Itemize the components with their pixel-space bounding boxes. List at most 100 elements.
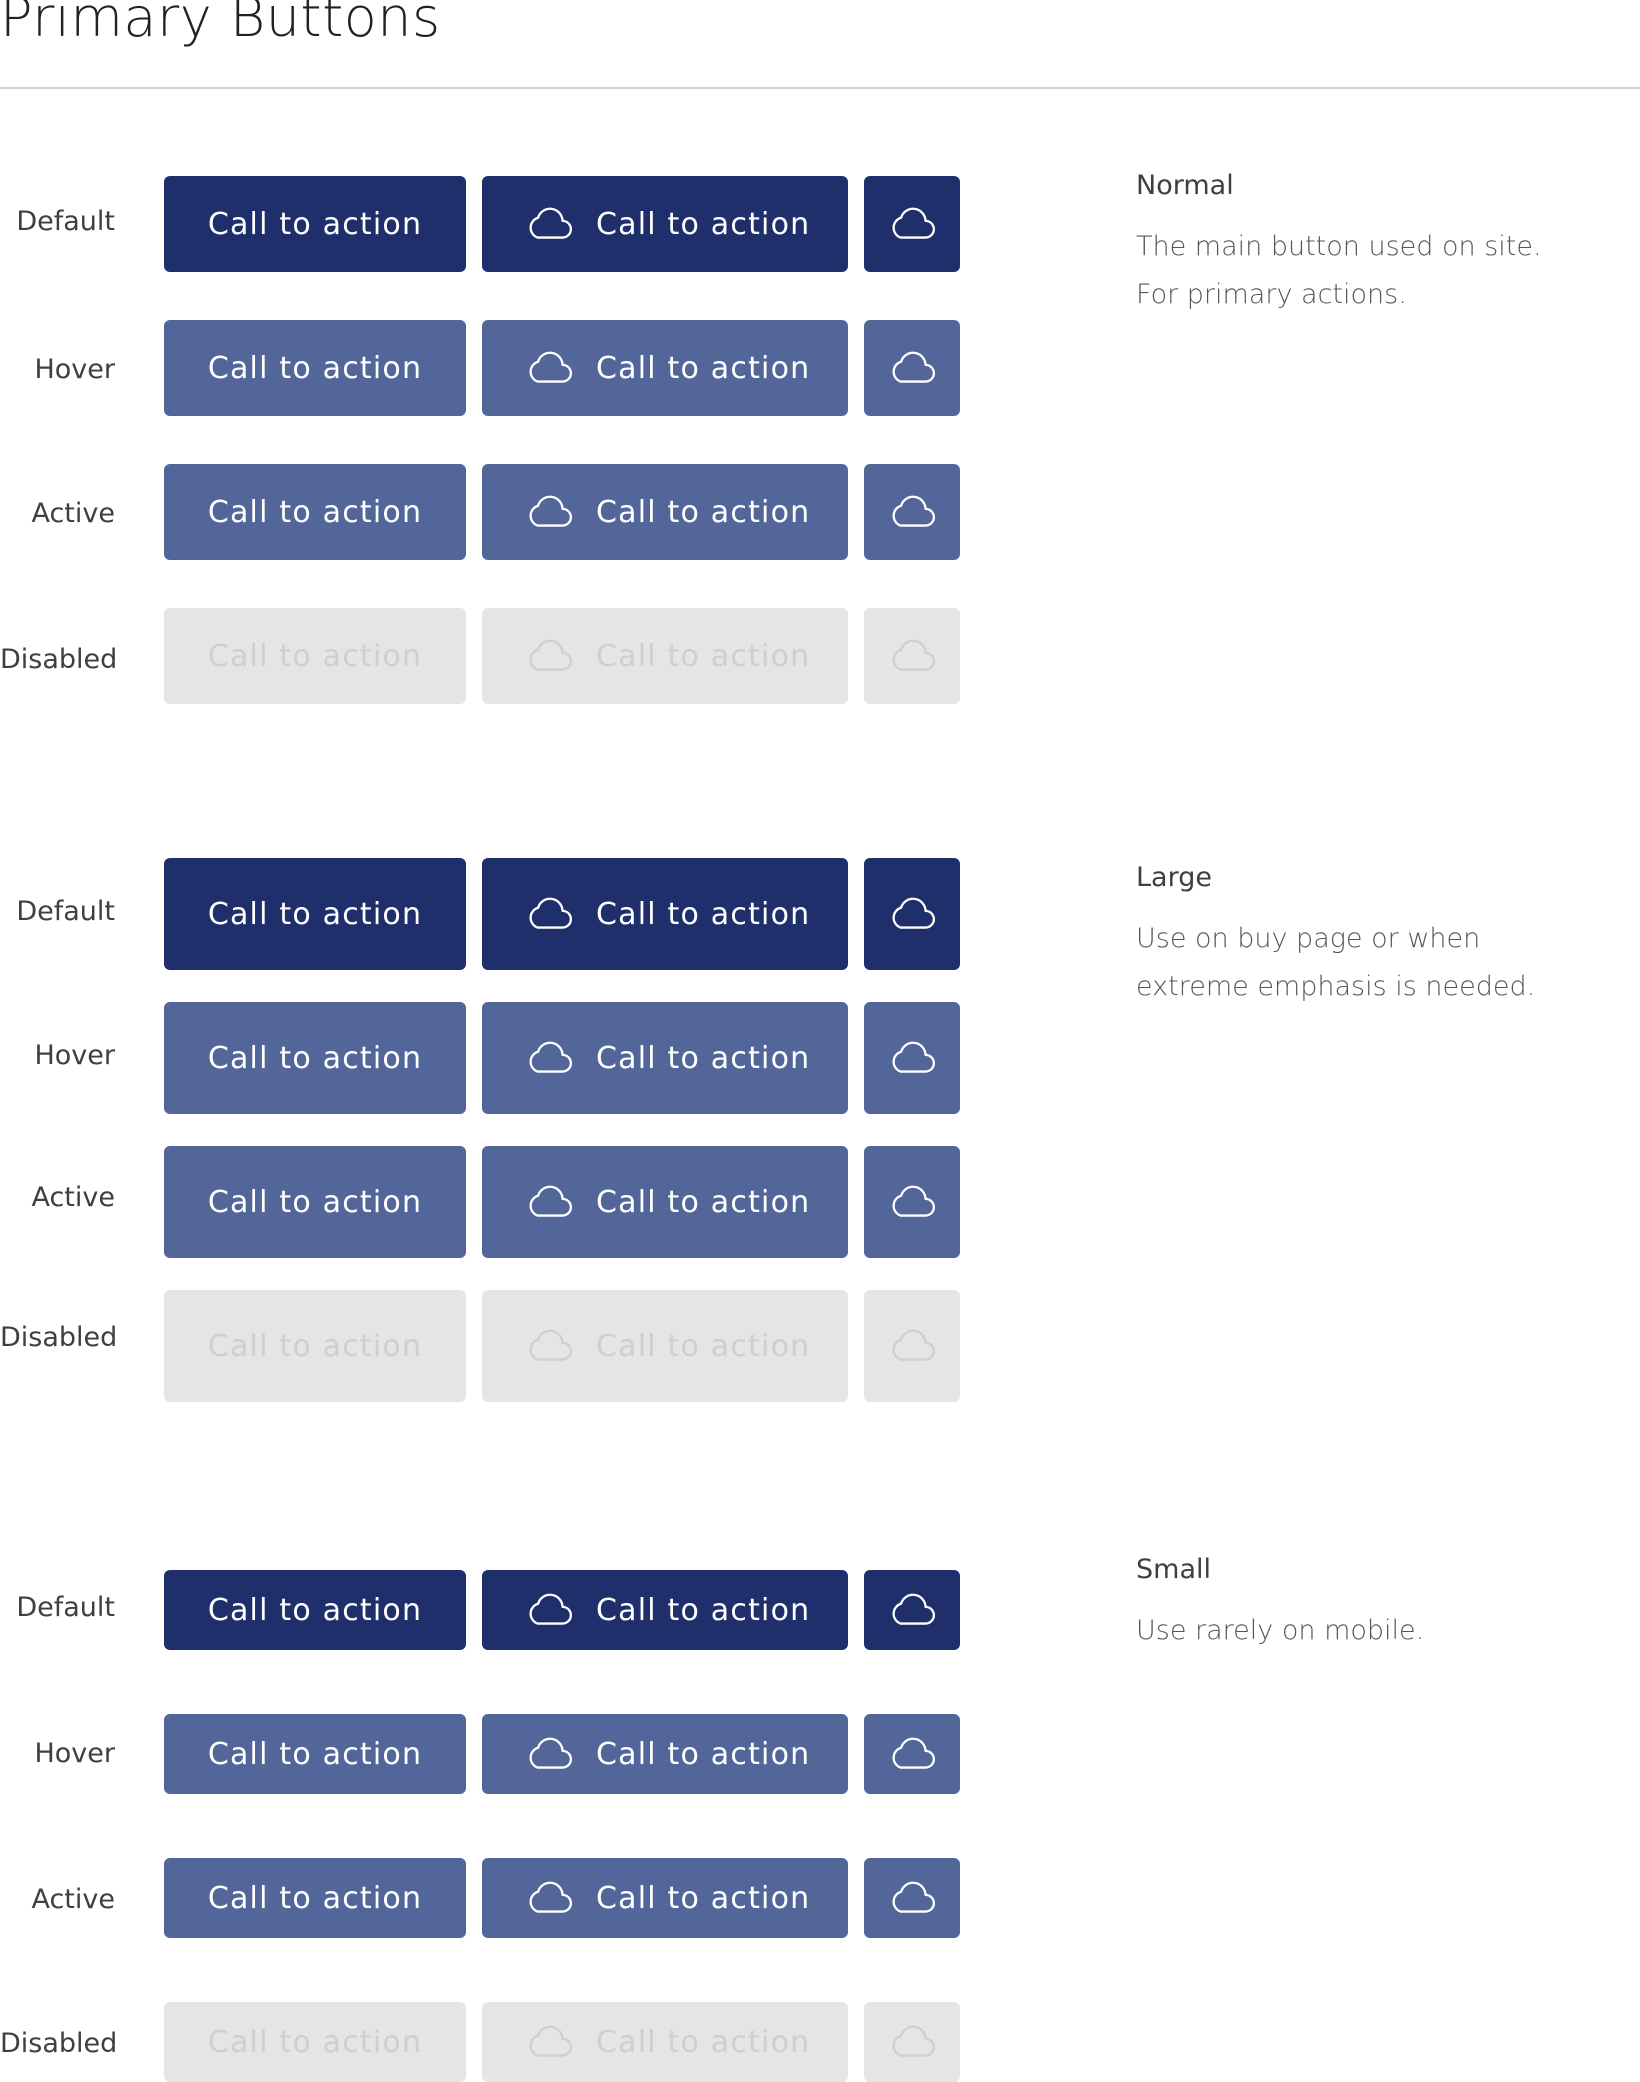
cloud-icon: [524, 639, 574, 673]
row-small-default: Default Call to action Call to action: [0, 1570, 980, 1650]
primary-icon-only-button[interactable]: [864, 1714, 960, 1794]
primary-icon-only-button[interactable]: [864, 1570, 960, 1650]
primary-button[interactable]: Call to action: [164, 1570, 466, 1650]
primary-icon-button[interactable]: Call to action: [482, 176, 848, 272]
primary-icon-button[interactable]: Call to action: [482, 608, 848, 704]
row-small-active: Active Call to action Call to action: [0, 1858, 980, 1938]
cloud-icon: [887, 639, 937, 673]
button-label: Call to action: [596, 638, 811, 674]
row-normal-disabled: Disabled Call to action Call to action: [0, 608, 980, 704]
button-label: Call to action: [207, 1880, 423, 1916]
primary-button[interactable]: Call to action: [164, 858, 466, 970]
cloud-icon: [524, 495, 574, 529]
primary-icon-only-button[interactable]: [864, 2002, 960, 2082]
primary-button[interactable]: Call to action: [164, 608, 466, 704]
button-label: Call to action: [596, 1184, 811, 1220]
button-label: Call to action: [596, 1040, 811, 1076]
button-label: Call to action: [596, 1880, 811, 1916]
button-label: Call to action: [207, 896, 423, 932]
primary-icon-only-button[interactable]: [864, 858, 960, 970]
button-label: Call to action: [596, 896, 811, 932]
cloud-icon: [887, 1593, 937, 1627]
description-line: For primary actions.: [1136, 279, 1407, 310]
cloud-icon: [524, 1041, 574, 1075]
row-large-active: Active Call to action Call to action: [0, 1146, 980, 1258]
button-label: Call to action: [207, 494, 423, 530]
state-label-hover: Hover: [34, 1738, 115, 1769]
button-label: Call to action: [596, 206, 811, 242]
primary-icon-only-button[interactable]: [864, 1290, 960, 1402]
primary-icon-only-button[interactable]: [864, 176, 960, 272]
primary-icon-button[interactable]: Call to action: [482, 1002, 848, 1114]
button-label: Call to action: [207, 1040, 423, 1076]
primary-button[interactable]: Call to action: [164, 464, 466, 560]
button-label: Call to action: [596, 1736, 811, 1772]
primary-button[interactable]: Call to action: [164, 1858, 466, 1938]
primary-icon-button[interactable]: Call to action: [482, 1858, 848, 1938]
page-title: Primary Buttons: [0, 0, 441, 49]
section-description-small: Small Use rarely on mobile.: [1136, 1554, 1616, 1655]
button-label: Call to action: [207, 1184, 423, 1220]
cloud-icon: [524, 1185, 574, 1219]
primary-button[interactable]: Call to action: [164, 2002, 466, 2082]
primary-button[interactable]: Call to action: [164, 1290, 466, 1402]
primary-button[interactable]: Call to action: [164, 176, 466, 272]
button-label: Call to action: [596, 1328, 811, 1364]
cloud-icon: [887, 351, 937, 385]
row-large-disabled: Disabled Call to action Call to action: [0, 1290, 980, 1402]
state-label-disabled: Disabled: [0, 644, 118, 675]
section-title: Small: [1136, 1554, 1211, 1585]
primary-button[interactable]: Call to action: [164, 1002, 466, 1114]
button-label: Call to action: [596, 494, 811, 530]
row-large-hover: Hover Call to action Call to action: [0, 1002, 980, 1114]
primary-button[interactable]: Call to action: [164, 1714, 466, 1794]
description-line: extreme emphasis is needed.: [1136, 971, 1536, 1002]
primary-icon-button[interactable]: Call to action: [482, 320, 848, 416]
section-description-normal: Normal The main button used on site. For…: [1136, 170, 1616, 319]
primary-icon-button[interactable]: Call to action: [482, 858, 848, 970]
description-line: Use rarely on mobile.: [1136, 1615, 1425, 1646]
cloud-icon: [887, 1041, 937, 1075]
button-label: Call to action: [207, 1592, 423, 1628]
button-label: Call to action: [207, 1328, 423, 1364]
cloud-icon: [524, 351, 574, 385]
state-label-active: Active: [31, 498, 115, 529]
primary-icon-only-button[interactable]: [864, 1858, 960, 1938]
button-label: Call to action: [207, 206, 423, 242]
button-label: Call to action: [596, 2024, 811, 2060]
primary-icon-only-button[interactable]: [864, 1146, 960, 1258]
primary-icon-button[interactable]: Call to action: [482, 1290, 848, 1402]
primary-icon-only-button[interactable]: [864, 320, 960, 416]
primary-icon-button[interactable]: Call to action: [482, 1570, 848, 1650]
primary-icon-button[interactable]: Call to action: [482, 2002, 848, 2082]
primary-icon-only-button[interactable]: [864, 1002, 960, 1114]
primary-icon-button[interactable]: Call to action: [482, 1714, 848, 1794]
cloud-icon: [524, 897, 574, 931]
cloud-icon: [887, 897, 937, 931]
cloud-icon: [887, 1329, 937, 1363]
row-large-default: Default Call to action Call to action: [0, 858, 980, 970]
state-label-active: Active: [31, 1884, 115, 1915]
cloud-icon: [524, 1329, 574, 1363]
primary-icon-button[interactable]: Call to action: [482, 1146, 848, 1258]
primary-icon-only-button[interactable]: [864, 464, 960, 560]
section-description-large: Large Use on buy page or when extreme em…: [1136, 862, 1616, 1011]
cloud-icon: [887, 1737, 937, 1771]
primary-button[interactable]: Call to action: [164, 1146, 466, 1258]
cloud-icon: [524, 1737, 574, 1771]
row-normal-default: Default Call to action Call to action: [0, 176, 980, 272]
button-label: Call to action: [207, 2024, 423, 2060]
row-small-hover: Hover Call to action Call to action: [0, 1714, 980, 1794]
button-label: Call to action: [207, 1736, 423, 1772]
button-label: Call to action: [207, 638, 423, 674]
primary-button[interactable]: Call to action: [164, 320, 466, 416]
state-label-hover: Hover: [34, 1040, 115, 1071]
cloud-icon: [887, 2025, 937, 2059]
primary-icon-only-button[interactable]: [864, 608, 960, 704]
state-label-active: Active: [31, 1182, 115, 1213]
primary-icon-button[interactable]: Call to action: [482, 464, 848, 560]
section-title: Large: [1136, 862, 1212, 893]
cloud-icon: [887, 207, 937, 241]
cloud-icon: [524, 1593, 574, 1627]
state-label-default: Default: [16, 896, 115, 927]
